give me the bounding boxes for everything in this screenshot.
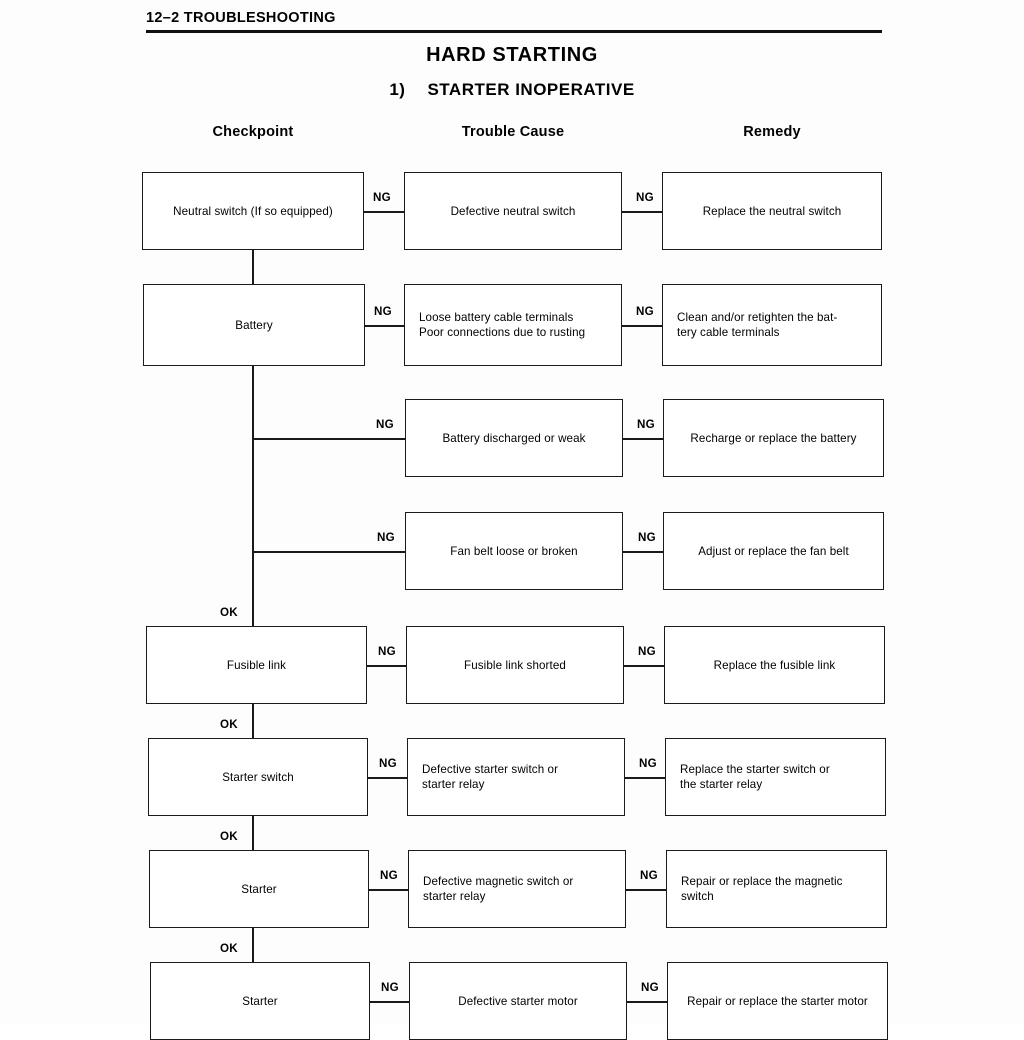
connector-ng-cause-to-remedy-3: [623, 551, 663, 553]
trouble-cause-box-fan-belt-loose-or-broken-3[interactable]: Fan belt loose or broken: [405, 512, 623, 590]
connector-ng-cause-to-remedy-0: [622, 211, 662, 213]
connector-ng-checkpoint-to-cause-3: [253, 551, 405, 553]
trouble-cause-box-fusible-link-shorted-4-text: Fusible link shorted: [464, 658, 566, 672]
connector-ng-checkpoint-to-cause-1: [365, 325, 404, 327]
checkpoint-box-starter-switch-5[interactable]: Starter switch: [148, 738, 368, 816]
connector-ng-cause-to-remedy-7: [627, 1001, 667, 1003]
spine-segment-2: [252, 704, 254, 738]
connector-ng-cause-to-remedy-4: [624, 665, 664, 667]
spine-segment-4: [252, 928, 254, 962]
checkpoint-box-starter-6[interactable]: Starter: [149, 850, 369, 928]
checkpoint-box-starter-7[interactable]: Starter: [150, 962, 370, 1040]
checkpoint-box-starter-switch-5-text: Starter switch: [222, 770, 294, 784]
edge-label-ng-remedy-7: NG: [641, 981, 659, 994]
page-header-text: 12–2 TROUBLESHOOTING: [146, 10, 336, 26]
page-title: HARD STARTING: [426, 44, 598, 66]
spine-segment-3: [252, 816, 254, 850]
edge-label-ng-cause-2: NG: [376, 418, 394, 431]
connector-ng-cause-to-remedy-6: [626, 889, 666, 891]
edge-label-ok-7: OK: [220, 942, 238, 955]
trouble-cause-box-fusible-link-shorted-4[interactable]: Fusible link shorted: [406, 626, 624, 704]
remedy-box-recharge-or-replace-the-battery-2-text: Recharge or replace the battery: [690, 431, 857, 445]
edge-label-ok-4: OK: [220, 606, 238, 619]
section-title-label: STARTER INOPERATIVE: [427, 80, 635, 99]
edge-label-ng-remedy-3: NG: [638, 531, 656, 544]
trouble-cause-box-defective-starter-motor-7-text: Defective starter motor: [458, 994, 578, 1008]
edge-label-ng-remedy-1: NG: [636, 305, 654, 318]
column-header-trouble-cause: Trouble Cause: [461, 124, 565, 140]
edge-label-ok-6: OK: [220, 830, 238, 843]
edge-label-ng-cause-6: NG: [380, 869, 398, 882]
connector-ng-cause-to-remedy-2: [623, 438, 663, 440]
connector-ng-checkpoint-to-cause-5: [368, 777, 407, 779]
edge-label-ng-remedy-4: NG: [638, 645, 656, 658]
connector-ng-checkpoint-to-cause-0: [364, 211, 404, 213]
remedy-box-replace-the-neutral-switch-0-text: Replace the neutral switch: [702, 204, 842, 218]
remedy-box-adjust-or-replace-the-fan-belt-3-text: Adjust or replace the fan belt: [698, 544, 849, 558]
edge-label-ng-cause-5: NG: [379, 757, 397, 770]
connector-ng-cause-to-remedy-1: [622, 325, 662, 327]
header-rule: [146, 30, 882, 33]
checkpoint-box-fusible-link-4-text: Fusible link: [226, 658, 287, 672]
edge-label-ng-cause-7: NG: [381, 981, 399, 994]
trouble-cause-box-battery-discharged-or-weak-2[interactable]: Battery discharged or weak: [405, 399, 623, 477]
connector-ng-checkpoint-to-cause-4: [367, 665, 406, 667]
trouble-cause-box-defective-starter-motor-7[interactable]: Defective starter motor: [409, 962, 627, 1040]
trouble-cause-box-battery-discharged-or-weak-2-text: Battery discharged or weak: [442, 431, 586, 445]
edge-label-ng-remedy-5: NG: [639, 757, 657, 770]
section-number: 1): [389, 80, 406, 99]
edge-label-ok-5: OK: [220, 718, 238, 731]
connector-ng-checkpoint-to-cause-6: [369, 889, 408, 891]
checkpoint-box-neutral-switch-if-so-equipped-0-text: Neutral switch (If so equipped): [173, 204, 333, 218]
edge-label-ng-remedy-6: NG: [640, 869, 658, 882]
trouble-cause-box-fan-belt-loose-or-broken-3-text: Fan belt loose or broken: [450, 544, 578, 558]
edge-label-ng-remedy-0: NG: [636, 191, 654, 204]
edge-label-ng-cause-1: NG: [374, 305, 392, 318]
connector-ng-checkpoint-to-cause-7: [370, 1001, 409, 1003]
remedy-box-clean-and-or-retighten-the-bat-1-text: Clean and/or retighten the bat-tery cabl…: [677, 311, 838, 339]
connector-ng-cause-to-remedy-5: [625, 777, 665, 779]
checkpoint-box-starter-7-text: Starter: [242, 994, 278, 1008]
checkpoint-box-starter-6-text: Starter: [241, 882, 277, 896]
remedy-box-clean-and-or-retighten-the-bat-1[interactable]: Clean and/or retighten the bat-tery cabl…: [662, 284, 882, 366]
remedy-box-repair-or-replace-the-starter-moto-7[interactable]: Repair or replace the starter motor: [667, 962, 888, 1040]
remedy-box-recharge-or-replace-the-battery-2[interactable]: Recharge or replace the battery: [663, 399, 884, 477]
edge-label-ng-cause-4: NG: [378, 645, 396, 658]
edge-label-ng-cause-3: NG: [377, 531, 395, 544]
remedy-box-replace-the-neutral-switch-0[interactable]: Replace the neutral switch: [662, 172, 882, 250]
remedy-box-adjust-or-replace-the-fan-belt-3[interactable]: Adjust or replace the fan belt: [663, 512, 884, 590]
page-header: 12–2 TROUBLESHOOTING: [146, 10, 882, 33]
checkpoint-box-battery-1[interactable]: Battery: [143, 284, 365, 366]
remedy-box-replace-the-fusible-link-4-text: Replace the fusible link: [713, 658, 836, 672]
spine-segment-1: [252, 366, 254, 626]
column-header-remedy: Remedy: [743, 124, 801, 140]
trouble-cause-box-defective-neutral-switch-0-text: Defective neutral switch: [450, 204, 576, 218]
trouble-cause-box-defective-neutral-switch-0[interactable]: Defective neutral switch: [404, 172, 622, 250]
column-header-checkpoint: Checkpoint: [212, 124, 294, 140]
edge-label-ng-remedy-2: NG: [637, 418, 655, 431]
connector-ng-checkpoint-to-cause-2: [253, 438, 405, 440]
checkpoint-box-fusible-link-4[interactable]: Fusible link: [146, 626, 367, 704]
checkpoint-box-battery-1-text: Battery: [235, 318, 273, 332]
checkpoint-box-neutral-switch-if-so-equipped-0[interactable]: Neutral switch (If so equipped): [142, 172, 364, 250]
edge-label-ng-cause-0: NG: [373, 191, 391, 204]
remedy-box-replace-the-fusible-link-4[interactable]: Replace the fusible link: [664, 626, 885, 704]
spine-segment-0: [252, 250, 254, 284]
section-title: 1) STARTER INOPERATIVE: [0, 80, 1024, 100]
remedy-box-repair-or-replace-the-starter-moto-7-text: Repair or replace the starter motor: [687, 994, 868, 1008]
